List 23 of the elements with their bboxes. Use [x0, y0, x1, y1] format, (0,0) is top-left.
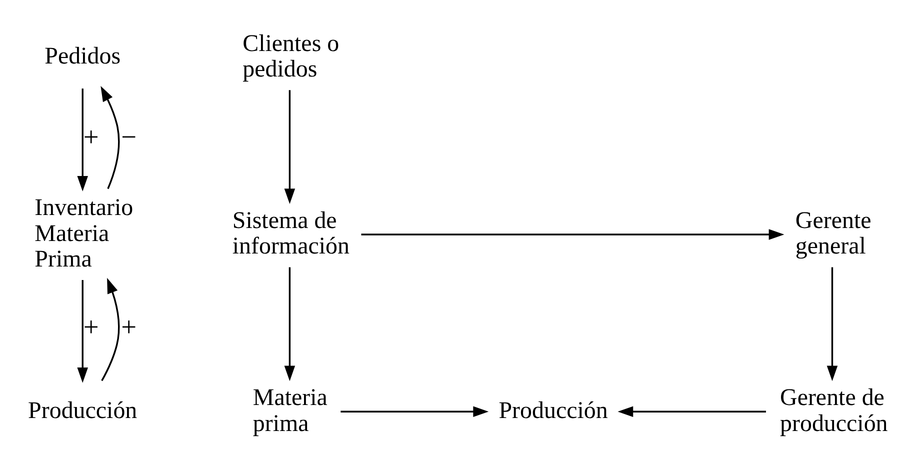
edge-label: −	[121, 122, 137, 152]
node-text: Gerente general	[795, 207, 872, 260]
arrow	[618, 406, 766, 417]
arrow	[340, 406, 489, 417]
node-text: Producción	[498, 397, 608, 424]
arrow	[284, 90, 296, 204]
node-text: Inventario Materia Prima	[34, 194, 134, 272]
node-text: Pedidos	[44, 43, 121, 70]
arrow	[826, 266, 838, 381]
arrow	[361, 228, 784, 240]
node-text: Clientes o pedidos	[242, 30, 340, 82]
arrow	[77, 88, 88, 191]
node-text: Sistema de información	[232, 207, 350, 260]
arrow	[77, 280, 88, 382]
node-text: Producción	[28, 397, 138, 424]
edge-label: +	[83, 122, 99, 152]
edge-label: +	[83, 311, 99, 342]
arrow	[100, 86, 120, 189]
edge-label: +	[121, 311, 137, 342]
node-text: Gerente de producción	[780, 384, 888, 436]
arrow	[101, 277, 120, 381]
node-text: Materia prima	[252, 384, 328, 436]
arrow	[284, 266, 296, 381]
